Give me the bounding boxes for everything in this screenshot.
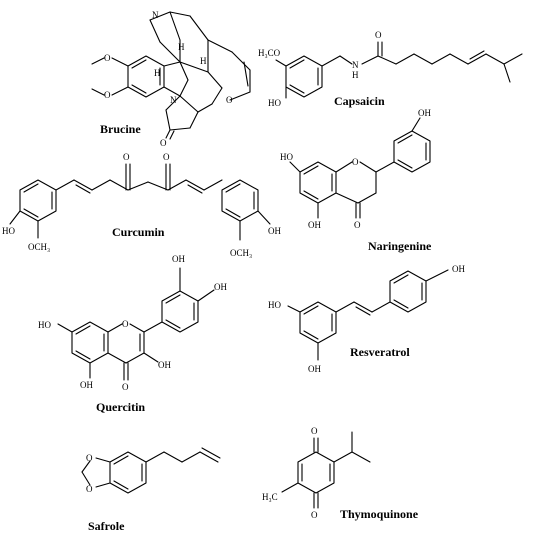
- capsaicin-methoxy: H₃CO: [258, 48, 281, 58]
- brucine-h-left: H: [154, 68, 161, 78]
- resveratrol-label: Resveratrol: [350, 345, 410, 359]
- brucine-h-mid: H: [178, 42, 185, 52]
- resveratrol-structure: OH HO OH Resveratrol: [268, 264, 465, 374]
- safrole-o1: O: [86, 453, 93, 463]
- safrole-o2: O: [86, 484, 93, 494]
- thymoquinone-structure: O O H₃C Thymoquinone: [262, 426, 419, 521]
- curcumin-methoxy-right: OCH₃: [230, 248, 252, 258]
- capsaicin-nh: N: [352, 60, 359, 70]
- naringenine-o-carbonyl: O: [354, 220, 361, 230]
- brucine-n-bottom: N: [170, 95, 177, 105]
- svg-text:O: O: [104, 53, 111, 63]
- curcumin-structure: O O HO OH OCH₃ OCH₃ Curcumin: [2, 152, 281, 258]
- curcumin-oh-right: OH: [268, 226, 281, 236]
- curcumin-label: Curcumin: [112, 225, 165, 239]
- capsaicin-structure: H₃CO N H O HO Capsaicin: [258, 30, 523, 108]
- brucine-h-right: H: [200, 56, 207, 66]
- quercitin-oh-3: OH: [158, 360, 171, 370]
- quercitin-oh-top1: OH: [172, 254, 185, 264]
- capsaicin-label: Capsaicin: [334, 94, 385, 108]
- naringenine-structure: HO O OH OH O Naringenine: [280, 108, 432, 253]
- quercitin-oh-5: OH: [80, 380, 93, 390]
- quercitin-o-carbonyl: O: [122, 382, 129, 392]
- brucine-structure: O O N H H H N O O: [91, 10, 251, 148]
- quercitin-o-ring: O: [122, 319, 129, 329]
- quercitin-ho-left: HO: [38, 320, 51, 330]
- thymoquinone-o-top: O: [311, 426, 318, 436]
- safrole-structure: O O Safrole: [81, 447, 221, 533]
- capsaicin-o: O: [375, 30, 382, 40]
- brucine-label: Brucine: [100, 122, 141, 136]
- brucine-n-top: N: [152, 10, 159, 20]
- thymoquinone-methyl: H₃C: [262, 492, 278, 502]
- naringenine-oh-right: OH: [418, 108, 431, 118]
- quercitin-structure: OH OH HO O OH OH O Quercitin: [38, 254, 227, 414]
- resveratrol-oh-bottom: OH: [308, 364, 321, 374]
- brucine-o-ring: O: [226, 95, 233, 105]
- svg-text:O: O: [104, 90, 111, 100]
- resveratrol-oh-para: OH: [452, 264, 465, 274]
- thymoquinone-o-bottom: O: [311, 510, 318, 520]
- naringenine-o-ring: O: [352, 157, 359, 167]
- quercitin-label: Quercitin: [96, 400, 145, 414]
- naringenine-ho-top: HO: [280, 152, 293, 162]
- capsaicin-hydroxyl: HO: [268, 98, 281, 108]
- thymoquinone-label: Thymoquinone: [340, 507, 419, 521]
- curcumin-methoxy-left: OCH₃: [28, 242, 50, 252]
- resveratrol-ho-left: HO: [268, 300, 281, 310]
- naringenine-oh-bottom: OH: [308, 220, 321, 230]
- curcumin-ho-left: HO: [2, 226, 15, 236]
- curcumin-o1: O: [123, 152, 130, 162]
- quercitin-oh-top2: OH: [214, 282, 227, 292]
- capsaicin-h: H: [352, 70, 359, 80]
- brucine-o-carbonyl: O: [160, 138, 167, 148]
- safrole-label: Safrole: [88, 519, 125, 533]
- curcumin-o2: O: [163, 152, 170, 162]
- naringenine-label: Naringenine: [368, 239, 432, 253]
